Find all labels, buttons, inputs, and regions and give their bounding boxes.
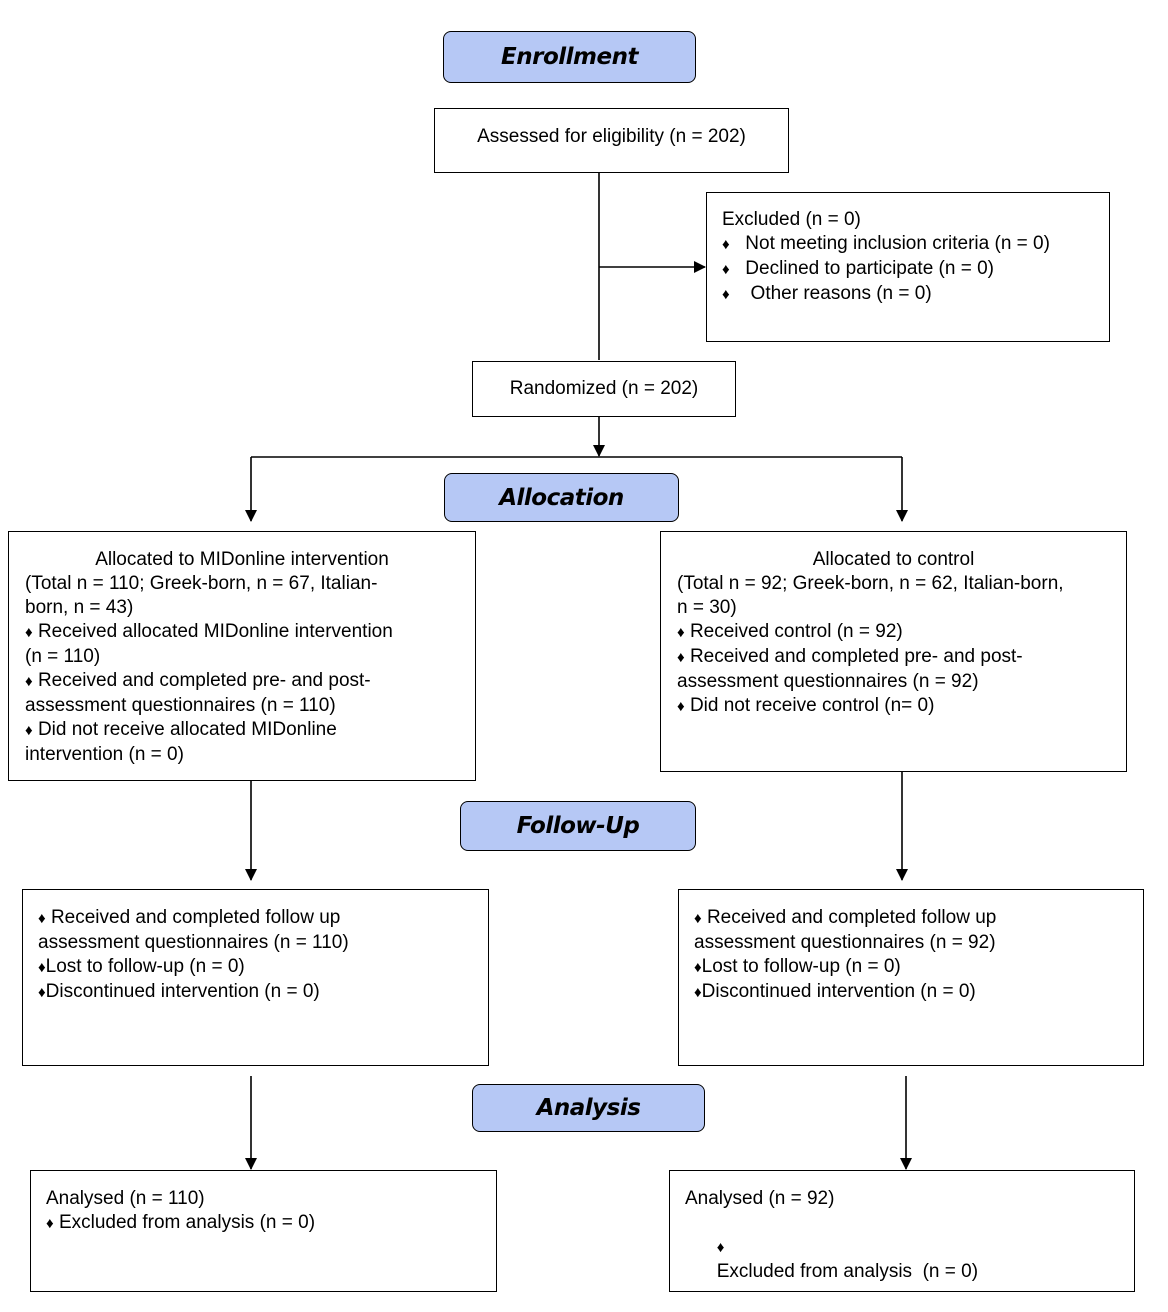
bullet-icon: ♦ [25,624,33,641]
bullet-icon: ♦ [694,984,702,1001]
stage-header-label: Follow-Up [516,813,640,839]
control-analysis-title: Analysed (n = 92) [685,1188,835,1209]
assessed-text: Assessed for eligibility (n = 202) [477,126,746,147]
bullet-icon: ♦ [694,959,702,976]
intervention-followup-box: ♦ Received and completed follow up asses… [22,889,489,1066]
bullet-icon: ♦ [38,959,46,976]
stage-header-label: Allocation [499,484,624,511]
excluded-item: ♦ Declined to participate (n = 0) [722,257,1109,282]
bullet-icon: ♦ [694,910,702,927]
control-followup-box: ♦ Received and completed follow up asses… [678,889,1144,1066]
stage-header-label: Enrollment [501,44,638,70]
bullet-icon: ♦ [25,673,33,690]
stage-header-followup: Follow-Up [460,801,696,851]
intervention-analysis-box: Analysed (n = 110) ♦ Excluded from analy… [30,1170,497,1292]
excluded-title: Excluded (n = 0) [722,209,861,230]
excluded-box: Excluded (n = 0) ♦ Not meeting inclusion… [706,192,1110,342]
stage-header-allocation: Allocation [444,473,679,522]
stage-header-enrollment: Enrollment [443,31,696,83]
control-allocation-box: Allocated to control (Total n = 92; Gree… [660,531,1127,772]
bullet-icon: ♦ [722,236,730,253]
bullet-icon: ♦ [46,1215,54,1232]
bullet-icon: ♦ [677,624,685,641]
assessed-box: Assessed for eligibility (n = 202) [434,108,789,173]
bullet-icon: ♦ [722,286,730,303]
control-allocation-title: Allocated to control [812,549,975,570]
bullet-icon: ♦ [677,698,685,715]
bullet-icon: ♦ [677,649,685,666]
randomized-box: Randomized (n = 202) [472,361,736,417]
bullet-icon: ♦ [722,261,730,278]
bullet-icon: ♦ [716,1239,725,1256]
excluded-item: ♦ Not meeting inclusion criteria (n = 0) [722,232,1109,257]
intervention-allocation-title: Allocated to MIDonline intervention [95,549,389,570]
intervention-analysis-title: Analysed (n = 110) [46,1188,205,1209]
excluded-item: ♦ Other reasons (n = 0) [722,282,1109,307]
bullet-icon: ♦ [38,910,46,927]
control-analysis-box: Analysed (n = 92) ♦ Excluded from analys… [669,1170,1135,1292]
intervention-allocation-box: Allocated to MIDonline intervention (Tot… [8,531,476,781]
bullet-icon: ♦ [38,984,46,1001]
stage-header-label: Analysis [536,1095,641,1121]
randomized-text: Randomized (n = 202) [509,378,699,399]
bullet-icon: ♦ [25,722,33,739]
stage-header-analysis: Analysis [472,1084,705,1132]
